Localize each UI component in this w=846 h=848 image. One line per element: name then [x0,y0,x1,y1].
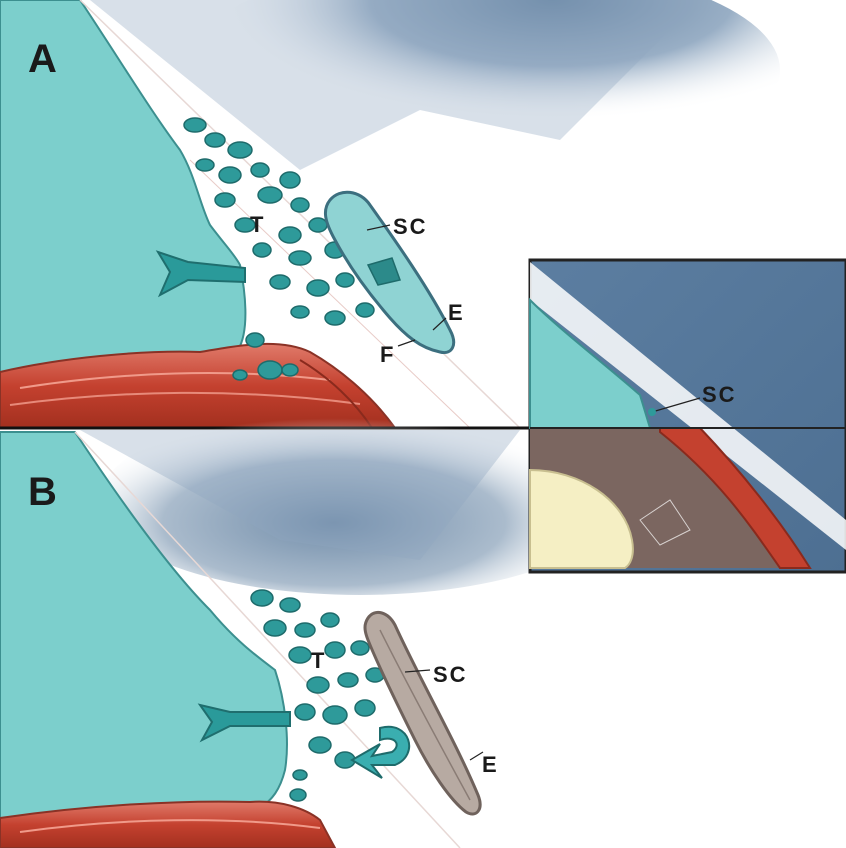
panel-a-label-f: F [380,342,395,367]
panel-b-label-sc: SC [433,662,468,687]
panel-a-label-t: T [250,212,265,237]
panel-a-label-sc: SC [393,214,428,239]
panel-b-label-t: T [311,648,326,673]
inset-overview: SC [530,260,846,572]
panel-a-letter: A [28,37,57,81]
panel-b-letter: B [28,470,57,514]
panel-b-label-e: E [482,752,499,777]
panel-a-label-e: E [448,300,465,325]
inset-label-sc: SC [702,382,737,407]
